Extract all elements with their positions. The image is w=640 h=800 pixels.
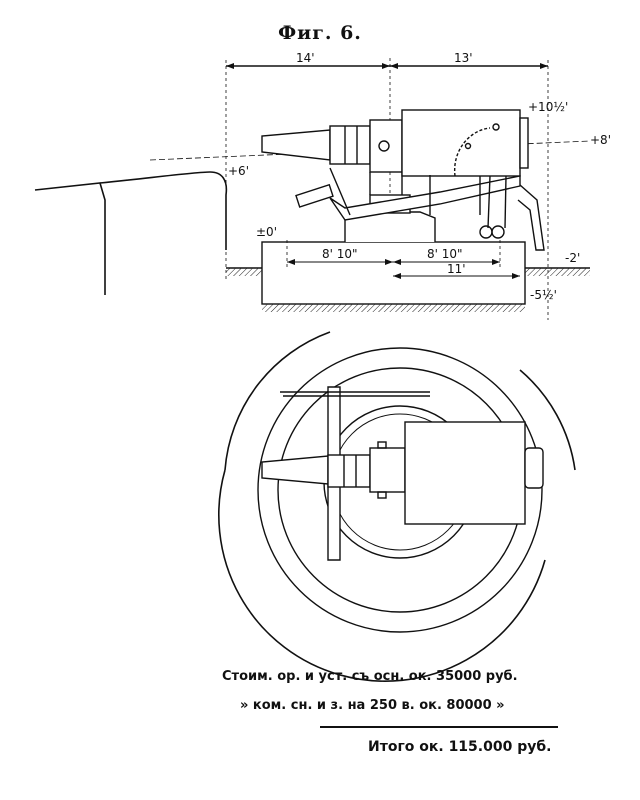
dim-parapet-level: +6' bbox=[228, 164, 249, 178]
dim-base-level: -5½' bbox=[530, 288, 557, 302]
foundation bbox=[226, 241, 590, 312]
dim-axis-level: +8' bbox=[590, 133, 611, 147]
dim-right-width: 13' bbox=[454, 51, 473, 65]
dim-left-span: 8' 10" bbox=[322, 247, 358, 261]
total-rule bbox=[320, 726, 558, 728]
dim-ground-level: -2' bbox=[565, 251, 580, 265]
cost-line-ammunition: » ком. сн. и з. на 250 в. ок. 80000 » bbox=[240, 698, 505, 713]
carriage bbox=[295, 167, 521, 221]
plan-gun-shield bbox=[404, 421, 544, 525]
gun-shield bbox=[401, 109, 529, 177]
dim-left-width: 14' bbox=[296, 51, 315, 65]
outer-emplacement-arc bbox=[218, 331, 576, 682]
lower-dimension-lines bbox=[286, 240, 520, 279]
dim-foundation: 11' bbox=[447, 262, 466, 276]
dim-right-span: 8' 10" bbox=[427, 247, 463, 261]
cost-line-ordnance: Стоим. ор. и уст. съ осн. ок. 35000 руб. bbox=[222, 669, 518, 684]
handwheels bbox=[479, 175, 545, 251]
dim-zero-level: ±0' bbox=[256, 225, 277, 239]
parapet bbox=[34, 171, 228, 295]
dimension-labels: 14' 13' +10½' +8' +6' ±0' -2' -5½' 8' 10… bbox=[228, 51, 611, 302]
gun-barrel bbox=[261, 119, 403, 195]
dim-top-level: +10½' bbox=[528, 100, 568, 114]
top-dimension-line bbox=[225, 58, 549, 320]
figure-title: Фиг. 6. bbox=[278, 22, 362, 44]
cost-total: Итого ок. 115.000 руб. bbox=[368, 739, 552, 755]
plan-view bbox=[218, 331, 576, 682]
side-view bbox=[34, 58, 591, 320]
plan-gun-barrel bbox=[261, 441, 406, 499]
outer-ring bbox=[257, 347, 543, 633]
